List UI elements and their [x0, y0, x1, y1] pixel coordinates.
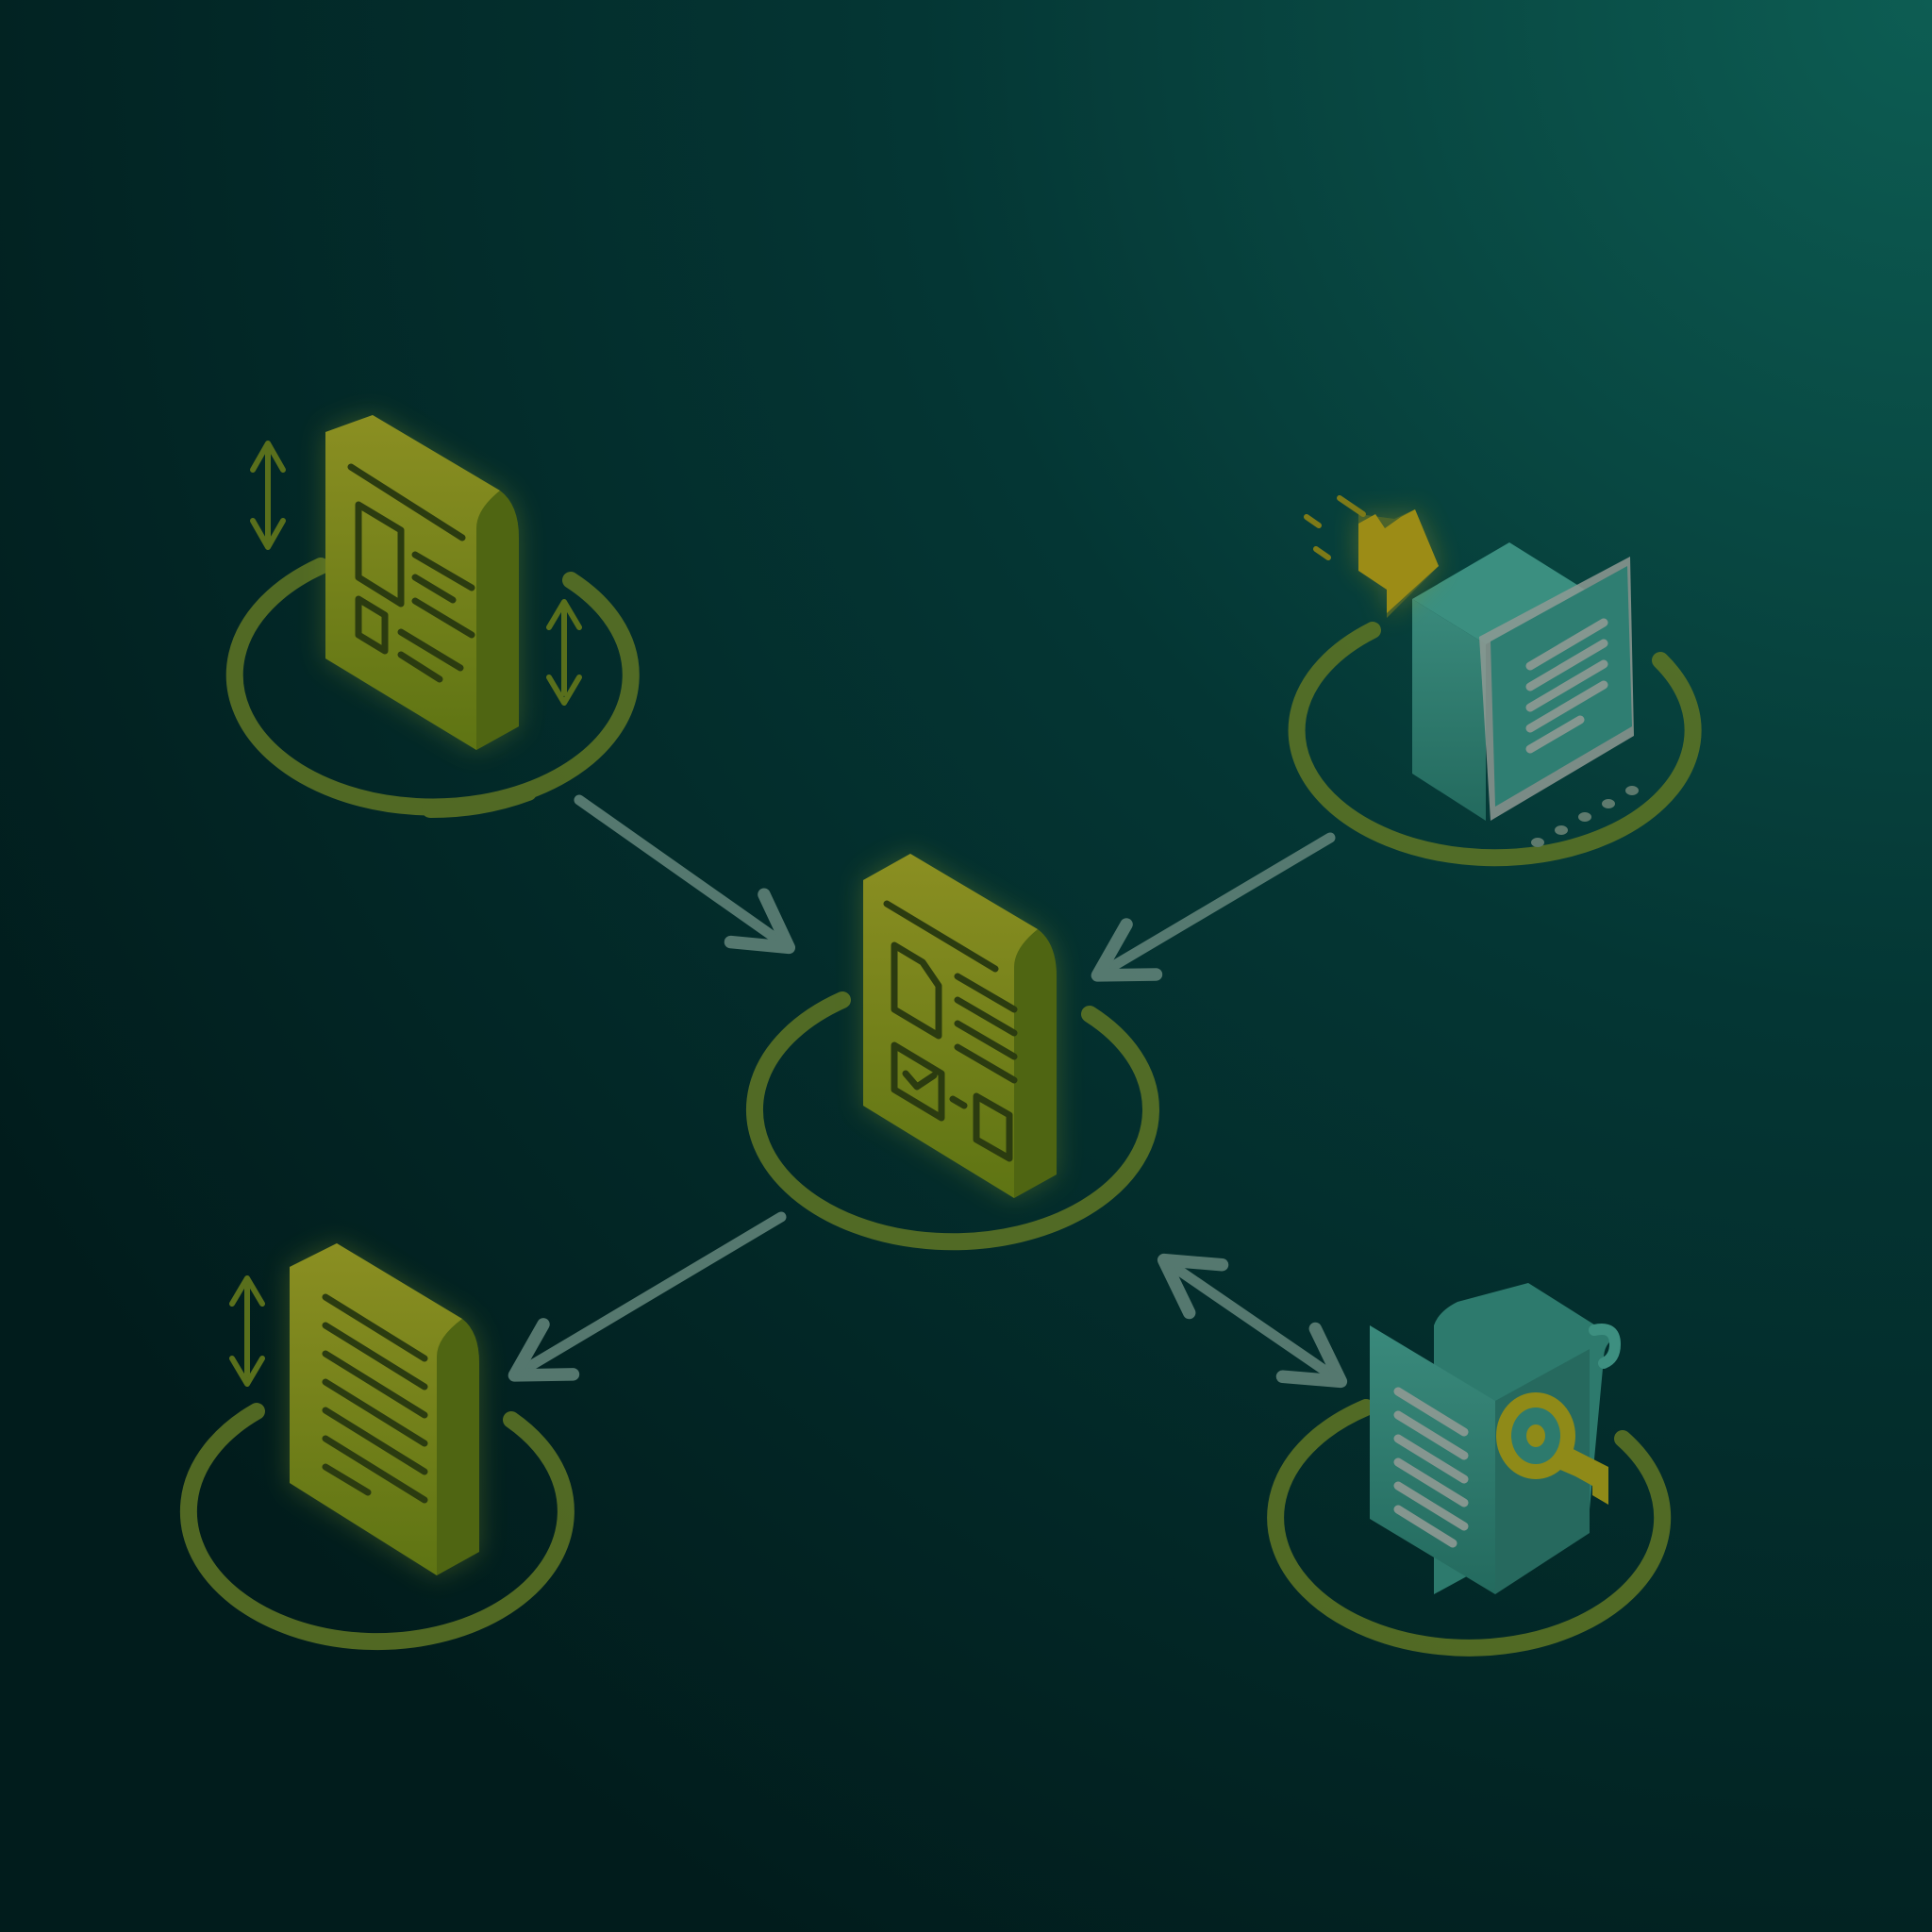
doc-side	[437, 1319, 479, 1575]
ring-hub	[745, 991, 1159, 1251]
resize-arrow-icon	[229, 1275, 265, 1387]
ring-output-a	[179, 1403, 575, 1651]
resize-arrows-icon	[250, 441, 582, 706]
text-document-icon[interactable]	[229, 1243, 479, 1575]
doc-side	[1014, 929, 1057, 1198]
cover-top	[1412, 542, 1585, 644]
cover-front	[1412, 599, 1486, 821]
rings	[179, 558, 1702, 1657]
doc-side	[476, 491, 519, 750]
scroll-curl	[1589, 1324, 1622, 1369]
form-document-icon[interactable]	[863, 854, 1057, 1198]
ring-source-a-tail	[422, 784, 537, 819]
ring-source-a	[225, 558, 640, 816]
ring-source-b	[1288, 622, 1702, 867]
ring-output-b	[1267, 1399, 1672, 1657]
arrow-hub-to-output-a	[508, 1211, 787, 1382]
open-book-document-icon[interactable]	[1304, 495, 1639, 847]
connectors	[508, 794, 1348, 1389]
arrow-source-b-to-hub	[1091, 832, 1336, 982]
key-icon	[1496, 1392, 1608, 1505]
arrow-hub-output-b-bidirectional	[1157, 1253, 1348, 1389]
layout-document-icon[interactable]	[250, 415, 582, 750]
locked-document-icon[interactable]	[1370, 1283, 1622, 1594]
incoming-arrow-icon	[1304, 495, 1439, 618]
doc-face	[863, 854, 1038, 1198]
loading-dots-icon	[1531, 786, 1639, 847]
arrow-source-a-to-hub	[574, 794, 796, 955]
